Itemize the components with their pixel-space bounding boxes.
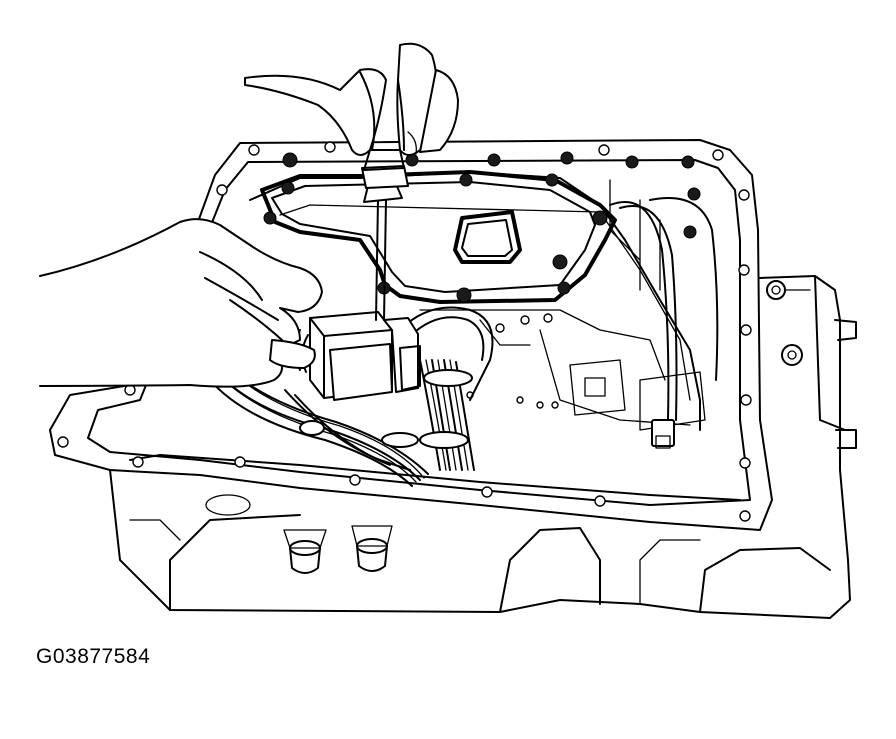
sensor-wire — [609, 197, 719, 449]
lower-hand — [39, 218, 323, 388]
cooler-fitting-left — [283, 529, 327, 574]
harness-clamp — [299, 369, 473, 449]
harness-connector — [309, 311, 421, 401]
cover-bolt — [263, 151, 701, 303]
case-bolt — [766, 280, 803, 366]
transmission-case — [109, 275, 857, 619]
figure-id-code: G03877584 — [36, 645, 151, 668]
cooler-fitting-right — [351, 525, 393, 572]
screwdriver — [361, 149, 409, 321]
upper-hand — [244, 42, 459, 156]
flange-bolt — [57, 141, 752, 522]
wire-harness — [209, 306, 494, 487]
